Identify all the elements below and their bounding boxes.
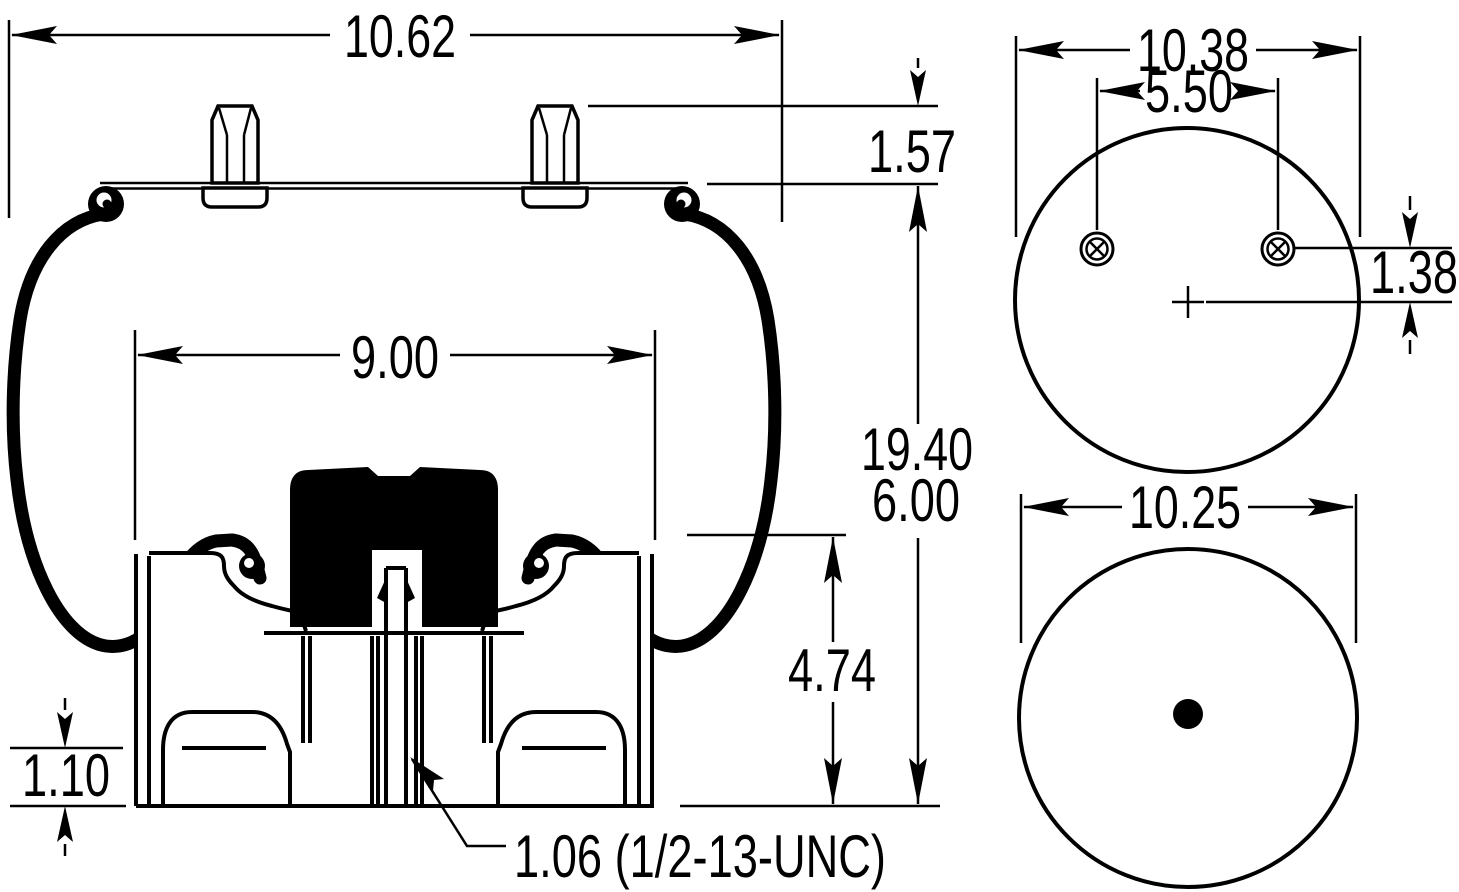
mounting-stud-left — [201, 104, 269, 209]
dim-label-stud-spacing: 5.50 — [1145, 58, 1233, 125]
dim-label-extended-height: 19.40 — [861, 416, 973, 483]
center-bolt — [377, 566, 415, 806]
center-mark-icon — [1172, 286, 1204, 318]
piston-foot-right — [496, 710, 627, 806]
dim-label-plate-width: 9.00 — [351, 324, 439, 391]
plate-curl-right — [664, 186, 700, 222]
dim-stud-spacing: 5.50 — [1095, 58, 1280, 230]
lip-roll-left-hole — [244, 558, 254, 568]
dim-label-piston-diameter: 10.25 — [1129, 474, 1241, 541]
bottom-piston-view — [1017, 547, 1359, 889]
dim-piston-height: 4.74 — [687, 533, 876, 804]
dim-label-piston-height: 4.74 — [788, 637, 876, 704]
dim-label-stud-height: 1.57 — [868, 118, 956, 185]
piston-foot-left — [161, 710, 292, 806]
dim-base-height: 1.10 — [10, 698, 126, 856]
dim-side-overall-width: 10.62 — [7, 3, 784, 222]
dim-label-overall-width: 10.62 — [344, 3, 456, 70]
lip-roll-right-hole — [534, 558, 544, 568]
mounting-stud-right — [521, 104, 589, 209]
plate-curl-left — [88, 186, 124, 222]
dim-stud-offset: 1.38 — [1206, 196, 1458, 354]
piston-outline — [134, 551, 654, 808]
dim-bead-plate-width: 9.00 — [133, 324, 657, 540]
dim-top-plate-diameter: 10.38 — [1014, 17, 1362, 237]
dim-piston-diameter: 10.25 — [1019, 474, 1358, 643]
piston-center-dot — [1173, 699, 1203, 729]
stud-hole-left-icon — [1079, 231, 1115, 267]
piston-circle — [1017, 547, 1359, 889]
dim-label-top-diameter: 10.38 — [1137, 17, 1249, 84]
top-plate-view — [1013, 126, 1361, 474]
dimensions: 10.62 1.57 9.00 19.40 6 — [7, 3, 1458, 890]
dim-bolt-callout: 1.06 (1/2-13-UNC) — [410, 757, 886, 890]
dim-label-bolt-callout: 1.06 (1/2-13-UNC) — [514, 823, 886, 890]
dim-label-stud-offset: 1.38 — [1370, 239, 1458, 306]
dim-stud-height: 1.57 — [588, 58, 956, 186]
stud-hole-right-icon — [1260, 231, 1296, 267]
dim-overall-height: 19.40 6.00 — [680, 186, 973, 808]
bumper-bolt-slot — [372, 550, 422, 627]
bumper-block — [290, 467, 498, 627]
dim-label-collapsed-height: 6.00 — [872, 467, 960, 534]
side-section-view — [6, 104, 782, 808]
top-plate-circle — [1013, 126, 1361, 474]
dim-label-base-height: 1.10 — [22, 742, 110, 809]
